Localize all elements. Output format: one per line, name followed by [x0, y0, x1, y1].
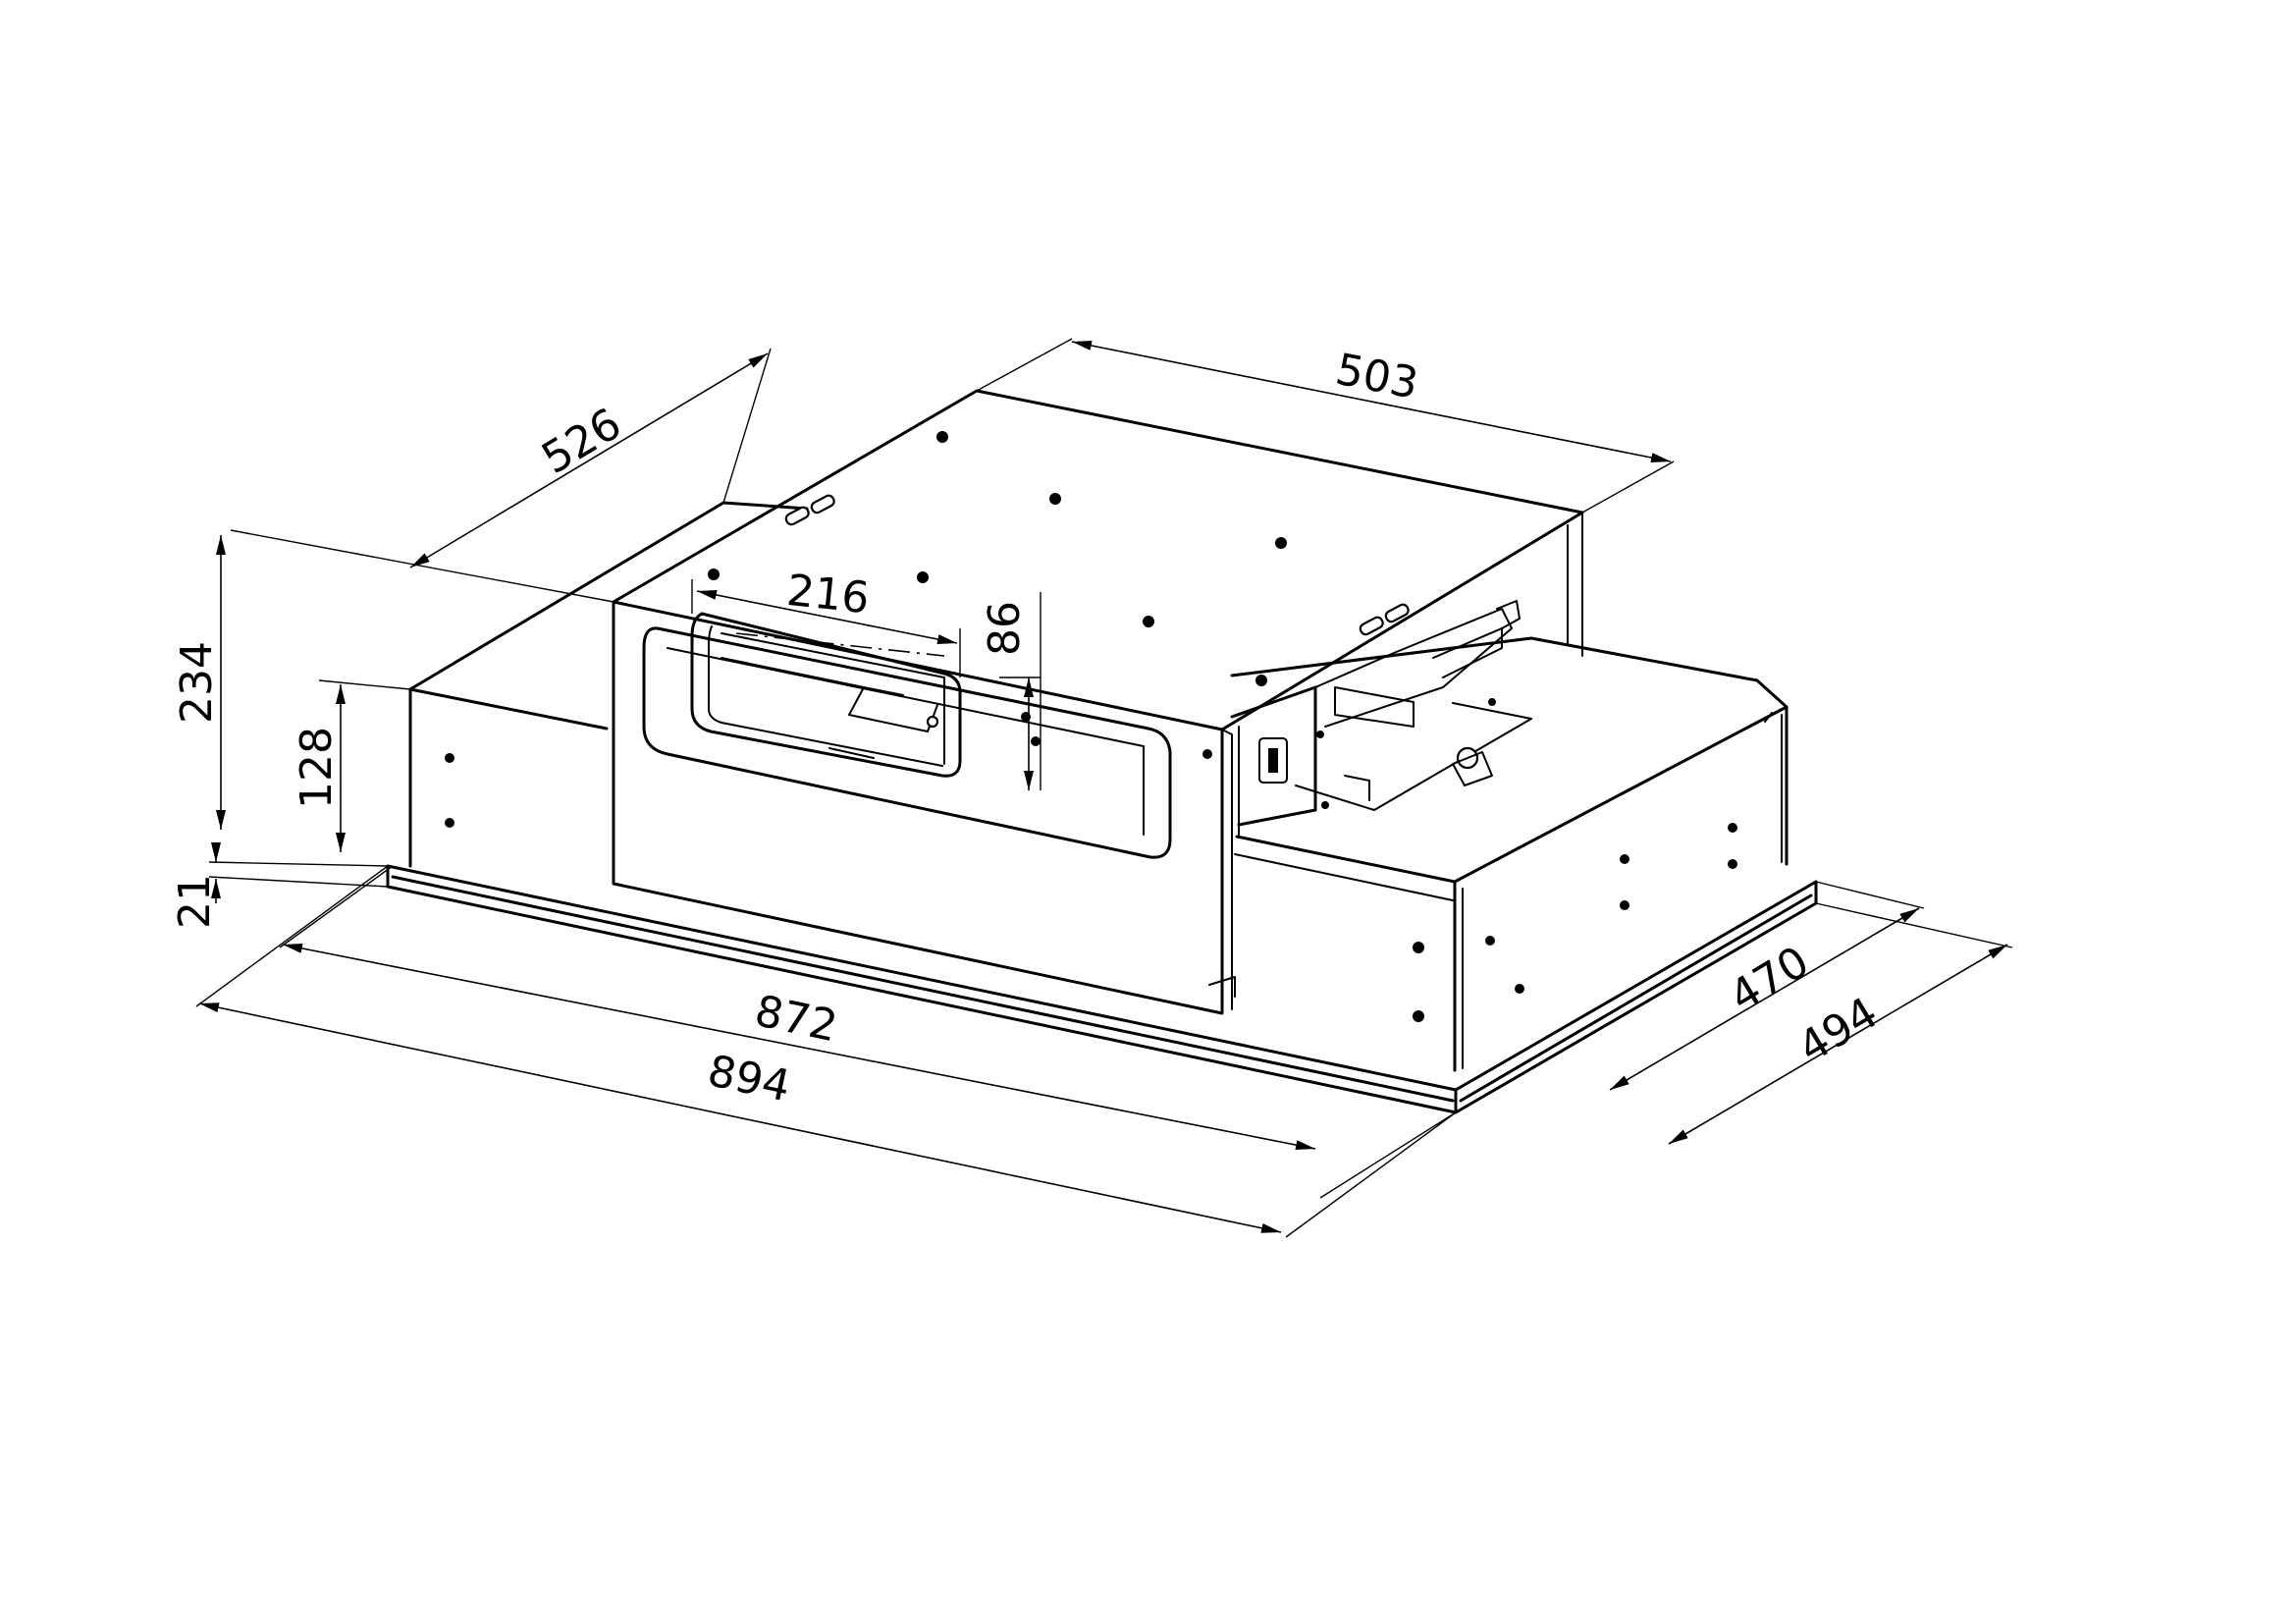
- dim-526-line: [409, 352, 769, 568]
- label-216: 216: [784, 566, 872, 623]
- side-holes: [445, 749, 1737, 1022]
- label-234: 234: [172, 641, 222, 724]
- dim-894-line: [198, 1002, 1282, 1233]
- label-872: 872: [751, 986, 842, 1052]
- dim-470-line: [1609, 907, 1920, 1091]
- label-128: 128: [292, 727, 342, 809]
- dim-872-line: [282, 943, 1316, 1151]
- electrical-box: [1230, 600, 1532, 827]
- dim-503-line: [1071, 341, 1672, 462]
- label-86: 86: [980, 601, 1030, 656]
- hood-body: [386, 389, 1818, 1114]
- bottom-frame: [386, 864, 1818, 1114]
- label-526: 526: [533, 399, 629, 484]
- label-494: 494: [1789, 988, 1886, 1073]
- lower-casing: [408, 501, 1789, 1072]
- label-503: 503: [1332, 345, 1422, 409]
- dimension-labels: 894 872 494 470 526 503 234 128 21 216 8…: [170, 345, 1887, 1112]
- outlet-frame: [642, 626, 1172, 859]
- motor-housing: [612, 389, 1584, 731]
- outlet-collar: [690, 612, 962, 778]
- top-slots: [784, 494, 1410, 636]
- dim-216-line: [696, 590, 958, 644]
- label-894: 894: [704, 1046, 795, 1111]
- label-21: 21: [170, 874, 220, 929]
- dimension-lines: [195, 338, 2013, 1238]
- right-casing-top: [1230, 636, 1789, 709]
